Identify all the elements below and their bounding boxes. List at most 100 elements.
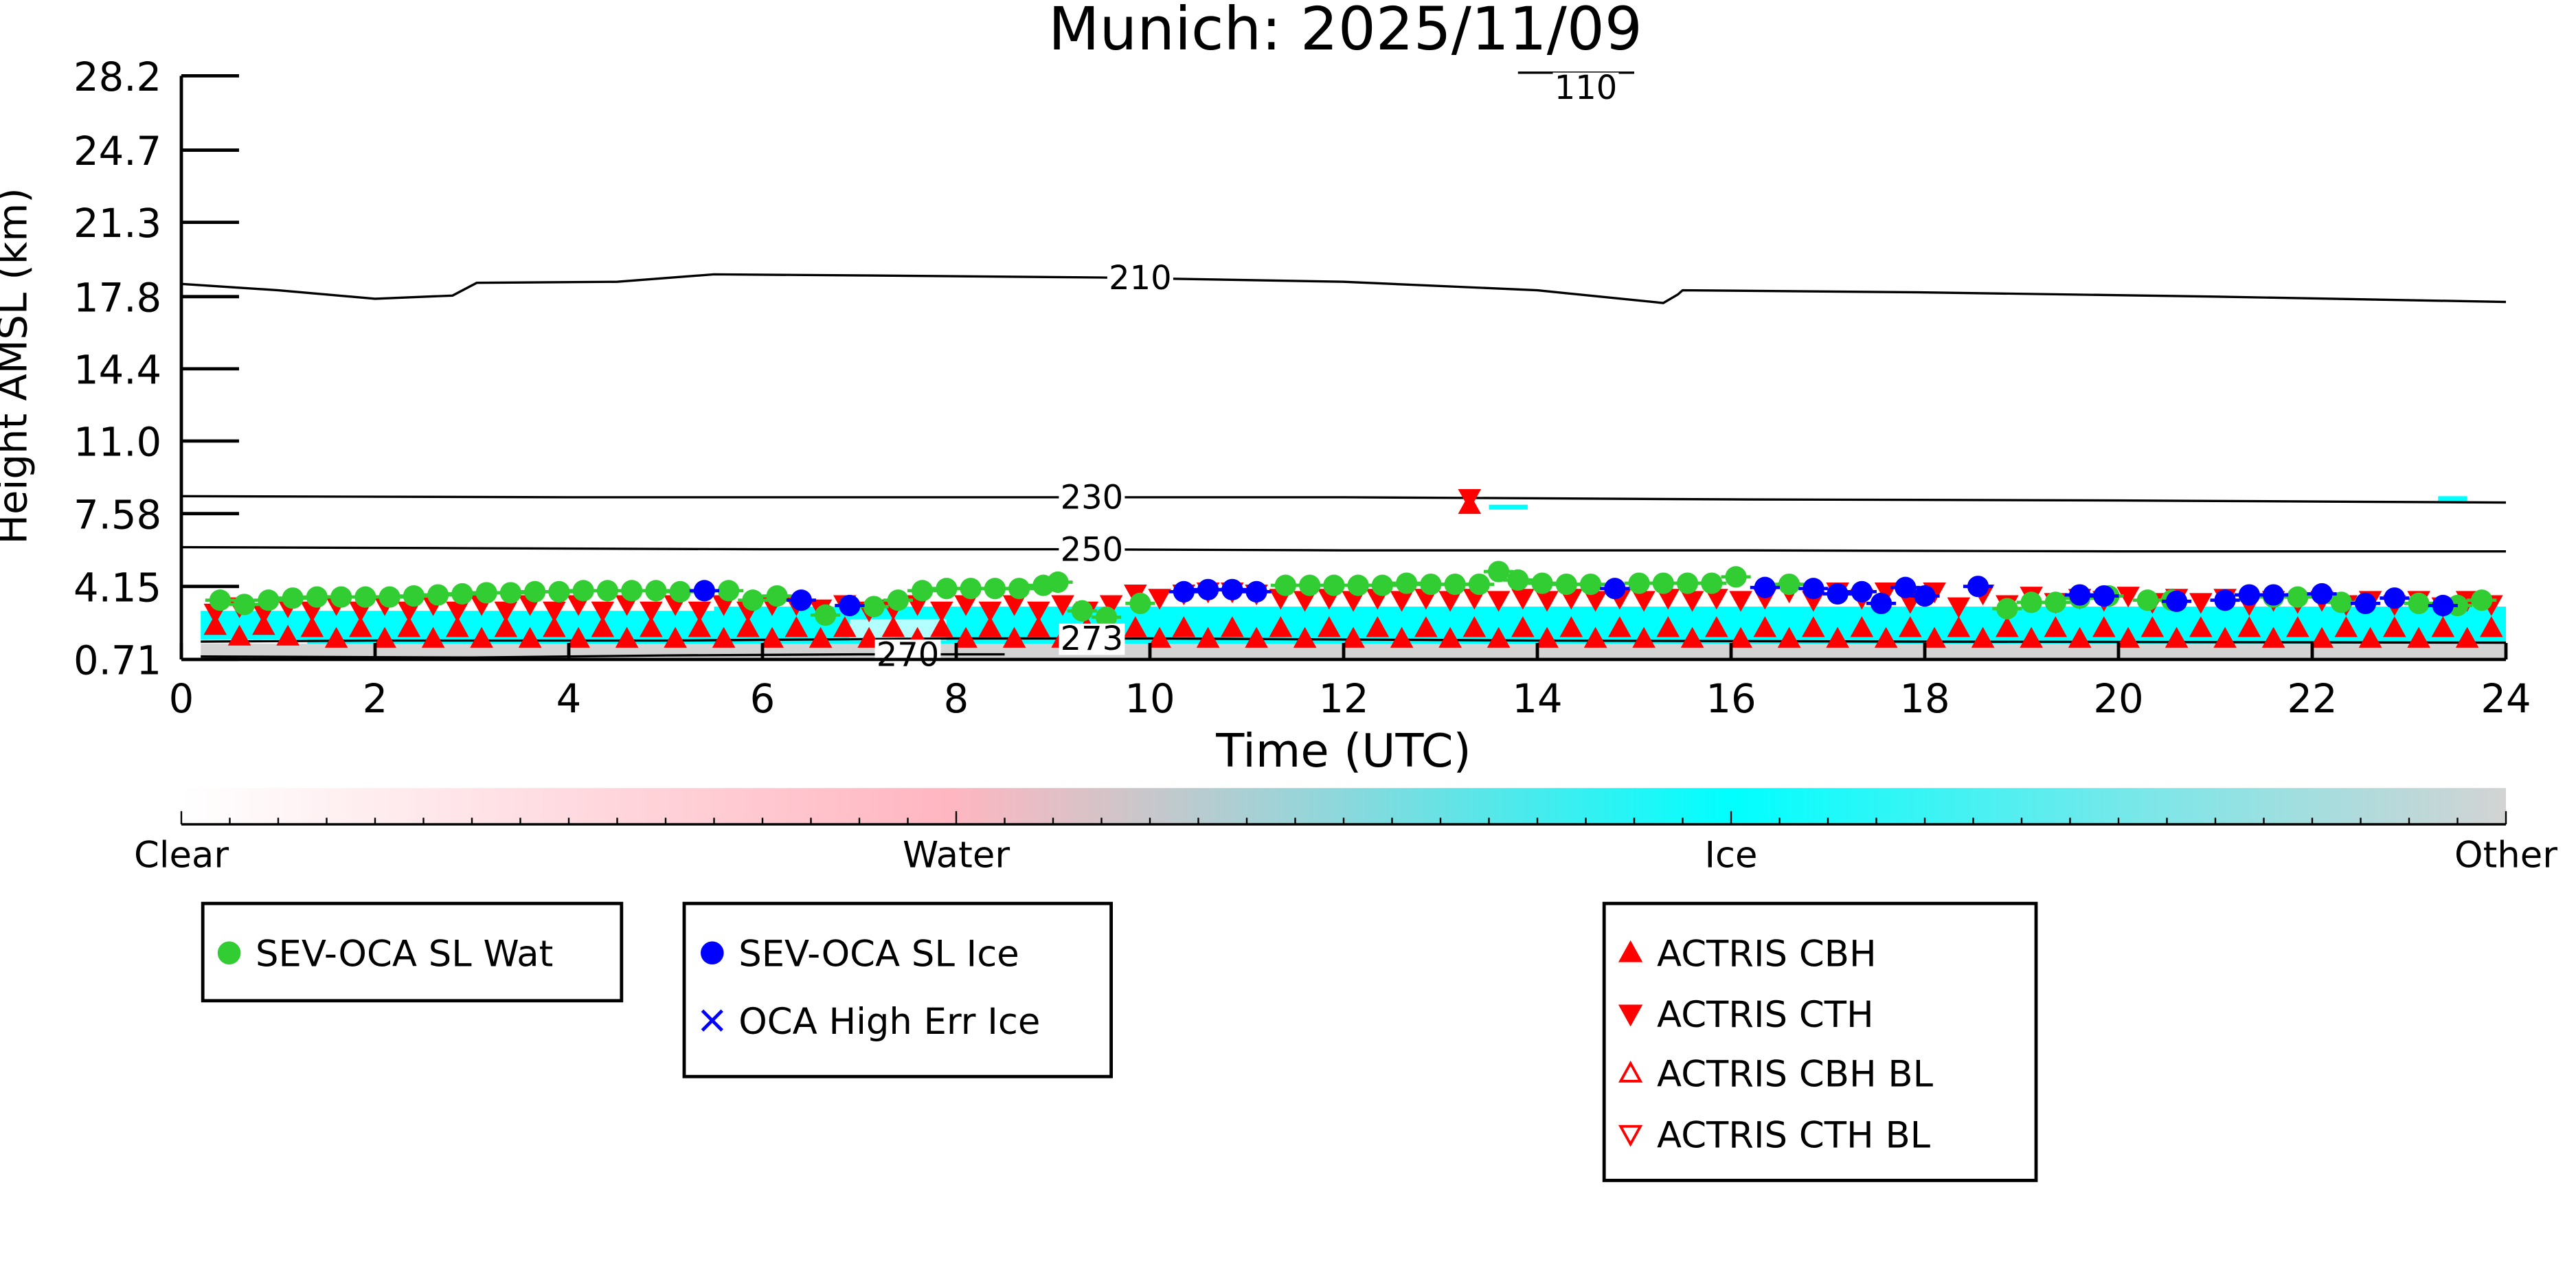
- actris-cbh-marker: [1148, 626, 1171, 648]
- sev-oca-ice-point: [1754, 576, 1776, 598]
- sev-oca-wat-point: [596, 580, 619, 602]
- sev-oca-wat-point: [2330, 591, 2352, 613]
- actris-cbh-marker: [640, 616, 663, 637]
- sev-oca-wat-point: [403, 585, 425, 607]
- y-tick-label: 4.15: [74, 565, 161, 611]
- actris-cbh-marker: [1293, 626, 1317, 648]
- sev-oca-wat-point: [330, 586, 352, 608]
- actris-cbh-marker: [760, 626, 784, 648]
- sev-oca-wat-point: [766, 585, 788, 607]
- actris-cth-marker: [1293, 591, 1317, 612]
- legend-label: SEV-OCA SL Wat: [256, 933, 553, 975]
- actris-cth-marker: [1342, 591, 1365, 612]
- actris-cbh-marker: [1559, 616, 1583, 637]
- sev-oca-wat-point: [1129, 592, 1151, 615]
- x-tick-label: 2: [363, 676, 388, 722]
- y-tick-label: 11.0: [74, 420, 161, 466]
- legend-box: [1602, 901, 2038, 1182]
- sev-oca-wat-point: [1396, 572, 1418, 594]
- actris-cbh-marker: [1414, 616, 1438, 637]
- x-tick-label: 24: [2481, 676, 2531, 722]
- sev-oca-wat-point: [1778, 573, 1800, 596]
- actris-cbh-marker: [227, 624, 251, 646]
- legend-label: SEV-OCA SL Ice: [738, 933, 1019, 975]
- temperature-contour: [181, 545, 2507, 553]
- sev-oca-ice-point: [1604, 578, 1626, 600]
- actris-cth-marker: [640, 601, 663, 623]
- sev-oca-wat-point: [1323, 574, 1345, 596]
- actris-cth-marker: [2116, 587, 2140, 608]
- x-tick-label: 0: [169, 676, 194, 722]
- actris-cbh-marker: [2140, 616, 2165, 637]
- legend-label: OCA High Err Ice: [738, 1001, 1040, 1043]
- actris-cth-marker: [397, 601, 421, 623]
- x-tick-label: 16: [1706, 676, 1756, 722]
- y-tick-label: 7.58: [74, 492, 161, 538]
- legend-label: ACTRIS CTH: [1657, 994, 1874, 1036]
- actris-cbh-marker: [1656, 616, 1680, 637]
- actris-cth-marker: [1487, 591, 1511, 612]
- actris-cth-marker: [1656, 589, 1680, 610]
- sev-oca-wat-point: [742, 589, 764, 611]
- actris-cbh-marker: [1753, 616, 1777, 637]
- temperature-contour: [181, 273, 2507, 304]
- sev-oca-wat-point: [1725, 566, 1747, 588]
- sev-oca-wat-point: [1371, 574, 1394, 596]
- sev-oca-ice-point: [1895, 576, 1917, 598]
- y-tick-label: 28.2: [74, 54, 161, 100]
- sev-oca-wat-point: [354, 586, 376, 608]
- sev-oca-wat-point: [1676, 572, 1699, 594]
- actris-cbh-marker: [494, 616, 518, 637]
- actris-cbh-marker: [1390, 626, 1414, 648]
- actris-cbh-marker: [809, 626, 833, 648]
- actris-cbh-marker: [1923, 626, 1946, 648]
- contour-label-bg: [1552, 72, 1619, 104]
- actris-cbh-marker: [2480, 616, 2503, 637]
- actris-cbh-marker: [2189, 616, 2213, 637]
- sev-oca-ice-point: [2214, 589, 2236, 611]
- actris-cbh-marker: [1438, 626, 1462, 648]
- actris-cbh-marker: [397, 616, 421, 637]
- sev-oca-wat-point: [1531, 572, 1553, 594]
- sev-oca-wat-point: [1071, 600, 1093, 622]
- sev-oca-ice-point: [1914, 585, 1936, 607]
- actris-cth-marker: [978, 601, 1002, 623]
- blue-x-icon: [701, 1009, 723, 1032]
- actris-cth-marker: [1535, 591, 1559, 612]
- actris-cbh-marker: [2116, 626, 2140, 648]
- actris-cth-marker: [1511, 589, 1535, 610]
- x-axis-label: Time (UTC): [1215, 724, 1471, 778]
- sev-oca-wat-point: [863, 596, 885, 618]
- ice-field: [2438, 496, 2467, 501]
- actris-cbh-marker: [1245, 626, 1268, 648]
- actris-cbh-marker: [349, 616, 372, 637]
- sev-oca-ice-point: [1803, 578, 1824, 600]
- actris-cbh-marker: [324, 626, 348, 648]
- legend-label: ACTRIS CBH: [1657, 933, 1877, 975]
- actris-cbh-marker: [2092, 616, 2116, 637]
- actris-cth-marker: [2189, 593, 2213, 614]
- contour-label-bg: [874, 639, 941, 671]
- actris-cbh-marker: [470, 626, 493, 648]
- sev-oca-wat-point: [1299, 574, 1321, 596]
- plot-area: [181, 71, 2507, 660]
- actris-cbh-marker: [2455, 626, 2479, 648]
- y-tick-label: 14.4: [74, 347, 161, 393]
- actris-cbh-marker: [1027, 616, 1050, 637]
- actris-cth-marker: [1390, 591, 1414, 612]
- actris-cbh-marker: [978, 616, 1002, 637]
- sev-oca-wat-point: [1347, 574, 1369, 596]
- legend-box: [201, 901, 624, 1003]
- sev-oca-wat-point: [1274, 574, 1297, 596]
- contour-label-bg: [1059, 623, 1125, 655]
- actris-cbh-marker: [930, 616, 953, 637]
- actris-cbh-marker: [1511, 616, 1535, 637]
- sev-oca-wat-point: [1444, 573, 1466, 596]
- sev-oca-wat-point: [936, 578, 958, 600]
- actris-cbh-marker: [1996, 616, 2019, 637]
- sev-oca-wat-point: [1468, 573, 1490, 596]
